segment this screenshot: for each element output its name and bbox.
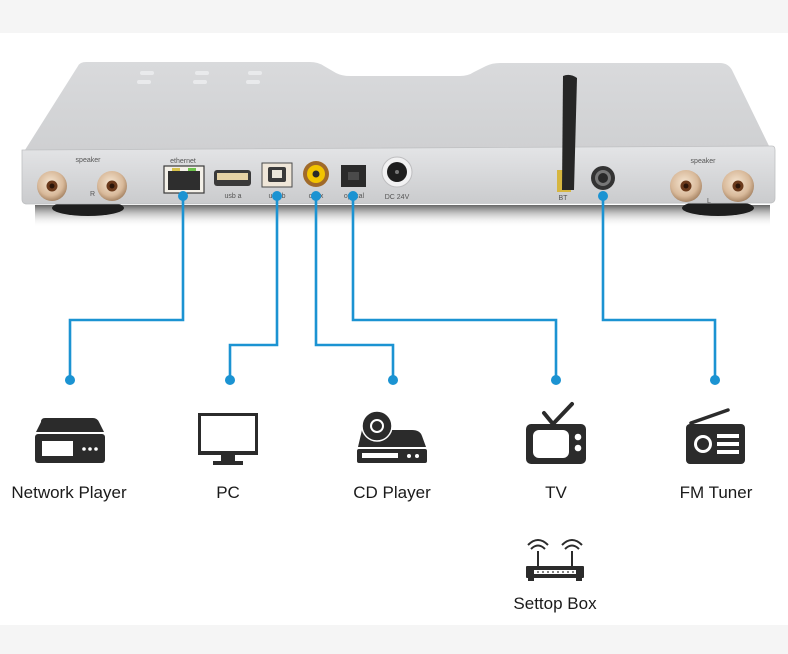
speaker-left-label: speaker (76, 157, 102, 164)
tv-label: TV (545, 483, 567, 502)
pc-monitor-icon (198, 413, 258, 465)
cd-player-icon (357, 410, 427, 463)
speaker-terminals-right: speaker L (670, 158, 754, 205)
device-top-surface (25, 62, 770, 150)
pc-label: PC (216, 483, 240, 502)
vent-bumps (137, 71, 262, 84)
connector-usb-b-end-dot (225, 375, 235, 385)
ethernet-port: ethernet (163, 158, 205, 194)
speaker-r-marker: R (90, 191, 95, 198)
connector-optical-end-dot (551, 375, 561, 385)
radio-icon (686, 408, 745, 464)
dc-label: DC 24V (385, 194, 410, 201)
top-band (0, 0, 788, 33)
device-shadow (35, 205, 770, 227)
connector-lines (65, 191, 720, 385)
settop-box-label: Settop Box (513, 594, 597, 613)
fm-tuner-label: FM Tuner (679, 483, 753, 502)
connector-usb-b-line (228, 196, 279, 380)
dc-power-port: DC 24V (381, 156, 413, 201)
connector-usb-b-start-dot (272, 191, 282, 201)
connector-ethernet-line (68, 196, 185, 380)
connector-ethernet-end-dot (65, 375, 75, 385)
connector-coax-line (314, 196, 395, 380)
fm-antenna-port (591, 166, 615, 190)
cd-player-label: CD Player (353, 483, 431, 502)
connector-ethernet-start-dot (178, 191, 188, 201)
network-player-label: Network Player (11, 483, 127, 502)
device-foot (682, 200, 754, 216)
connector-antenna-start-dot (598, 191, 608, 201)
speaker-right-label: speaker (691, 158, 717, 165)
connector-antenna-line (601, 196, 717, 380)
connector-coax-start-dot (311, 191, 321, 201)
speaker-terminals-left: speaker R (37, 157, 127, 201)
connector-optical-line (351, 196, 558, 380)
usb-b-port: usb b (261, 162, 293, 200)
connector-coax-end-dot (388, 375, 398, 385)
tv-icon (526, 402, 586, 464)
network-player-icon (35, 418, 105, 463)
router-icon (526, 539, 584, 581)
bt-antenna: BT (557, 74, 577, 202)
usb-a-port: usb a (214, 170, 251, 200)
speaker-l-marker: L (707, 198, 711, 205)
ethernet-label: ethernet (170, 158, 196, 165)
connector-optical-start-dot (348, 191, 358, 201)
bottom-band (0, 625, 788, 654)
usb-a-label: usb a (224, 193, 241, 200)
connector-antenna-end-dot (710, 375, 720, 385)
amplifier-device: speaker R ethernet usb a usb b (21, 62, 776, 227)
bt-label: BT (559, 195, 569, 202)
